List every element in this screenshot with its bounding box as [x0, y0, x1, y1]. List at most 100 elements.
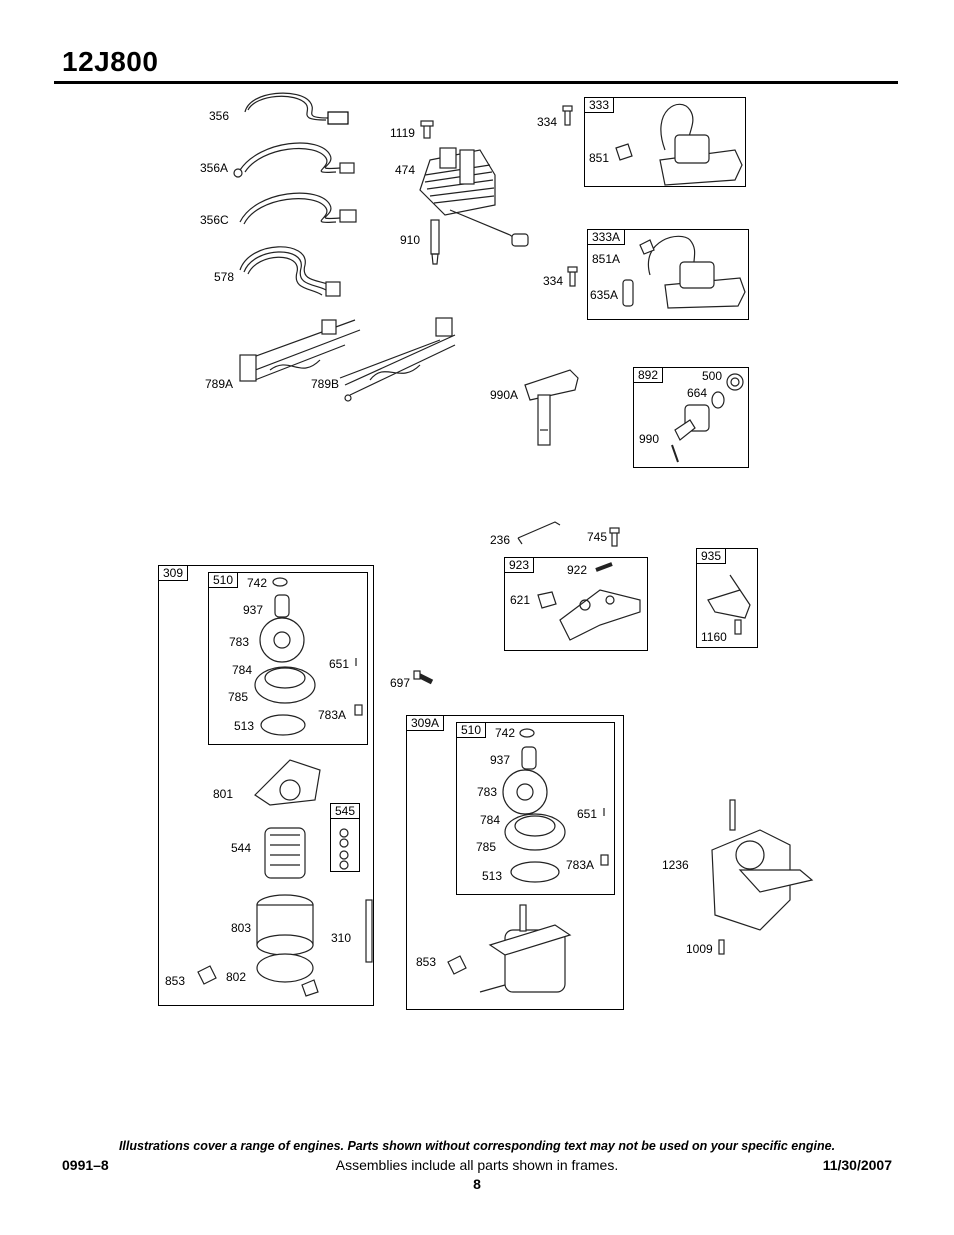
part-label: 310 — [331, 931, 352, 945]
starter-309-parts-drawing — [197, 759, 373, 997]
frame-892: 892 — [633, 367, 749, 468]
frame-tag: 892 — [633, 367, 664, 383]
frame-tag: 510 — [208, 572, 239, 588]
part-label: 922 — [567, 563, 588, 577]
bolt-334a-drawing — [562, 105, 573, 126]
part-label: 334 — [543, 274, 564, 288]
part-label: 789A — [205, 377, 234, 391]
part-label: 784 — [232, 663, 253, 677]
frame-tag: 333 — [584, 97, 615, 113]
part-label: 937 — [490, 753, 511, 767]
part-label: 910 — [400, 233, 421, 247]
switch-990a-drawing — [524, 369, 579, 446]
part-label: 356A — [200, 161, 229, 175]
part-label: 784 — [480, 813, 501, 827]
part-label: 474 — [395, 163, 416, 177]
part-label: 356C — [200, 213, 229, 227]
frame-510-a: 510 — [208, 572, 368, 745]
bracket-923-drawing — [537, 562, 641, 641]
frame-510-b: 510 — [456, 722, 615, 895]
switch-892-drawing — [671, 373, 744, 463]
wire-356c-drawing — [239, 192, 357, 225]
frame-tag: 309A — [406, 715, 445, 731]
coil-333-drawing — [615, 103, 743, 186]
drive-510b-drawing — [502, 728, 609, 883]
footer-disclaimer: Illustrations cover a range of engines. … — [118, 1139, 836, 1153]
wire-356a-drawing — [233, 142, 355, 178]
part-label: 742 — [495, 726, 516, 740]
frame-923: 923 — [504, 557, 648, 651]
part-label: 334 — [537, 115, 558, 129]
frame-tag: 935 — [696, 548, 727, 564]
part-label: 1119 — [390, 126, 415, 140]
drive-510a-drawing — [254, 577, 363, 736]
part-label: 500 — [702, 369, 723, 383]
part-label: 801 — [213, 787, 234, 801]
part-label: 1009 — [686, 942, 713, 956]
part-label: 635A — [590, 288, 619, 302]
part-label: 851 — [589, 151, 610, 165]
harness-789b-drawing — [339, 317, 456, 402]
part-label: 236 — [490, 533, 511, 547]
wire-356-drawing — [244, 92, 349, 125]
bolt-1119-drawing — [420, 120, 434, 139]
part-label: 544 — [231, 841, 252, 855]
part-label: 783A — [566, 858, 595, 872]
frame-545: 545 — [330, 803, 361, 872]
frame-tag: 923 — [504, 557, 535, 573]
starter-309a-drawing — [447, 904, 572, 993]
wire-578-drawing — [239, 246, 341, 297]
part-label: 664 — [687, 386, 708, 400]
part-label: 785 — [476, 840, 497, 854]
footer-code: 0991–8 — [62, 1157, 109, 1173]
frame-333: 333 — [584, 97, 746, 187]
coil-333a-drawing — [622, 235, 746, 309]
screw-745-drawing — [609, 527, 620, 547]
part-label: 578 — [214, 270, 235, 284]
page-number: 8 — [473, 1176, 481, 1192]
part-label: 513 — [234, 719, 255, 733]
part-label: 851A — [592, 252, 621, 266]
footer-assemblies-note: Assemblies include all parts shown in fr… — [335, 1157, 619, 1173]
part-label: 621 — [510, 593, 531, 607]
part-label: 803 — [231, 921, 252, 935]
link-236-drawing — [517, 521, 561, 545]
frame-tag: 545 — [330, 803, 361, 819]
part-label: 783A — [318, 708, 347, 722]
frame-309: 309 — [158, 565, 374, 1006]
part-label: 990A — [490, 388, 519, 402]
starter-1236-drawing — [711, 799, 814, 955]
part-label: 990 — [639, 432, 660, 446]
frame-tag: 333A — [587, 229, 626, 245]
part-label: 356 — [209, 109, 230, 123]
part-label: 783 — [477, 785, 498, 799]
part-label: 1160 — [701, 630, 727, 644]
spacer-910-drawing — [430, 219, 440, 265]
part-label: 513 — [482, 869, 503, 883]
part-label: 789B — [311, 377, 340, 391]
part-label: 745 — [587, 530, 608, 544]
part-label: 1236 — [662, 858, 689, 872]
harness-789a-drawing — [239, 319, 361, 382]
part-label: 697 — [390, 676, 411, 690]
frame-333a: 333A — [587, 229, 749, 320]
page-title: 12J800 — [62, 46, 159, 77]
part-label: 802 — [226, 970, 247, 984]
part-label: 742 — [247, 576, 268, 590]
bolt-697-drawing — [413, 670, 434, 685]
part-label: 937 — [243, 603, 264, 617]
bracket-935-drawing — [707, 574, 751, 635]
part-label: 783 — [229, 635, 250, 649]
part-label: 651 — [329, 657, 350, 671]
frame-tag: 309 — [158, 565, 189, 581]
frame-309a: 309A — [406, 715, 624, 1010]
part-label: 785 — [228, 690, 249, 704]
bolt-334b-drawing — [567, 266, 578, 287]
part-label: 853 — [416, 955, 437, 969]
armature-474-drawing — [419, 147, 529, 247]
frame-tag: 510 — [456, 722, 487, 738]
frame-935: 935 — [696, 548, 758, 648]
part-label: 651 — [577, 807, 598, 821]
title-rule — [54, 81, 898, 84]
